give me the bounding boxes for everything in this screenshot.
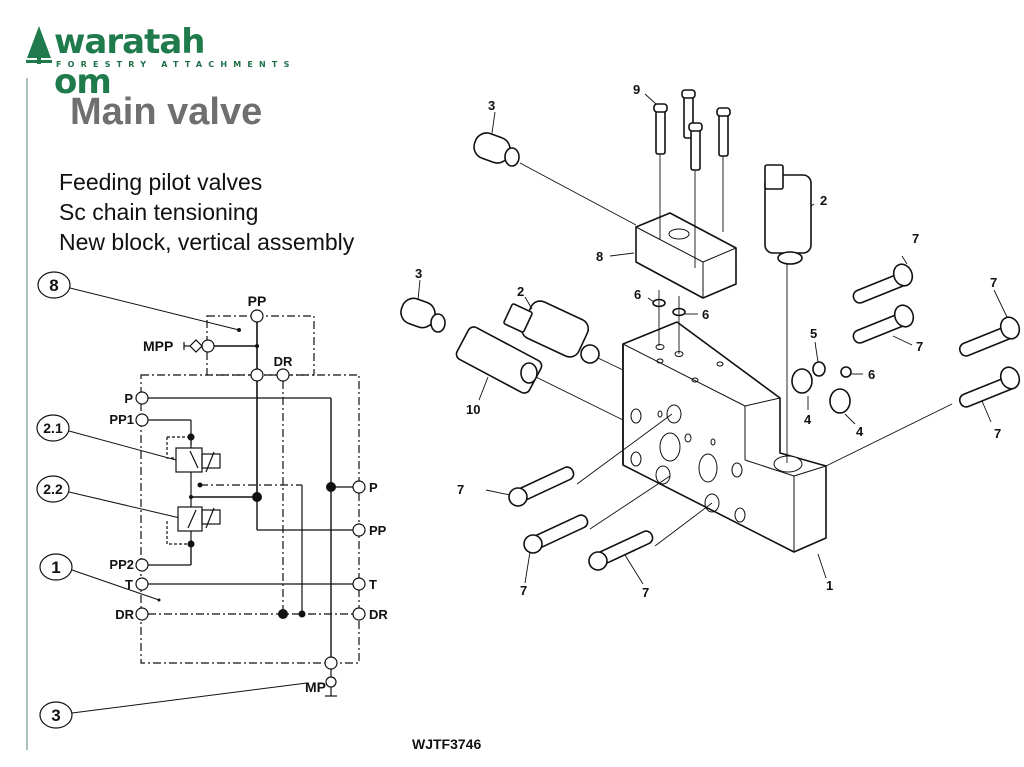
- oring-part-6c: [840, 366, 852, 378]
- callout-2-2-label: 2.2: [43, 481, 63, 497]
- part-label-3-side: 3: [415, 266, 422, 281]
- valve-block-part-1: [622, 321, 827, 553]
- port-label-p-left: P: [124, 391, 133, 406]
- bullet-list: Feeding pilot valves Sc chain tensioning…: [59, 167, 354, 257]
- screw-part-7-lower-c: [588, 530, 654, 571]
- port-label-pp-top: PP: [248, 293, 267, 309]
- part-label-7-d: 7: [994, 426, 1001, 441]
- port-label-pp2: PP2: [109, 557, 134, 572]
- part-label-2-top: 2: [820, 193, 827, 208]
- screw-part-7-right-middle: [852, 304, 915, 344]
- part-label-8: 8: [596, 249, 603, 264]
- part-label-7-f: 7: [520, 583, 527, 598]
- solenoid-valve-part-2-top: [764, 164, 812, 265]
- oring-part-5: [812, 361, 826, 377]
- bullet-item: Sc chain tensioning: [59, 199, 259, 225]
- port-label-t-left: T: [125, 577, 133, 592]
- solenoid-valve-part-2-side: [503, 300, 600, 364]
- adapter-block-part-8: [635, 212, 737, 299]
- logo-tagline: FORESTRY ATTACHMENTS: [56, 60, 296, 69]
- part-label-6c: 6: [868, 367, 875, 382]
- part-label-6b: 6: [702, 307, 709, 322]
- part-label-9: 9: [633, 82, 640, 97]
- plug-part-10: [455, 326, 543, 394]
- oring-part-4b: [829, 388, 851, 414]
- part-label-5: 5: [810, 326, 817, 341]
- part-label-1: 1: [826, 578, 833, 593]
- port-label-dr-right: DR: [369, 607, 388, 622]
- logo-brand-text: waratah om: [54, 22, 205, 102]
- waratah-logo: waratah om FORESTRY ATTACHMENTS: [26, 22, 289, 102]
- bullet-item: New block, vertical assembly: [59, 229, 355, 255]
- screw-part-7-right-upper: [852, 263, 914, 304]
- part-label-7-g: 7: [642, 585, 649, 600]
- part-label-2-side: 2: [517, 284, 524, 299]
- port-label-mpp: MPP: [143, 338, 173, 354]
- part-label-7-e: 7: [457, 482, 464, 497]
- part-label-7-c: 7: [990, 275, 997, 290]
- part-label-6a: 6: [634, 287, 641, 302]
- port-label-p-right: P: [369, 480, 378, 495]
- part-label-3-top: 3: [488, 98, 495, 113]
- port-label-dr-top: DR: [274, 354, 293, 369]
- callout-3: [39, 701, 73, 729]
- screw-part-7-lower-a: [508, 466, 575, 507]
- screw-part-9: [653, 89, 731, 171]
- bullet-item: Feeding pilot valves: [59, 169, 263, 195]
- port-label-pp-right: PP: [369, 523, 387, 538]
- sensor-part-3-top: [473, 132, 520, 167]
- port-label-dr-left: DR: [115, 607, 134, 622]
- figure-code: WJTF3746: [412, 736, 482, 752]
- slide-title: Main valve: [70, 91, 263, 133]
- screw-part-7-lower-b: [523, 514, 589, 554]
- part-label-4b: 4: [856, 424, 864, 439]
- part-label-7-a: 7: [912, 231, 919, 246]
- callout-1: [39, 553, 73, 581]
- callout-2-1-label: 2.1: [43, 420, 63, 436]
- callout-8-label: 8: [49, 276, 58, 295]
- screw-part-7-far-right-lower: [958, 366, 1021, 408]
- part-label-10: 10: [466, 402, 480, 417]
- left-accent-rule: [26, 78, 28, 750]
- callout-2-2: [36, 475, 70, 503]
- port-label-t-right: T: [369, 577, 377, 592]
- callout-8: [37, 271, 71, 299]
- screw-part-7-far-right-upper: [958, 316, 1021, 357]
- oring-part-4a: [791, 368, 813, 394]
- callout-1-label: 1: [51, 558, 60, 577]
- tree-icon: [26, 26, 52, 64]
- port-label-pp1: PP1: [109, 412, 134, 427]
- sensor-part-3-side: [400, 297, 446, 333]
- callout-2-1: [36, 414, 70, 442]
- part-label-4a: 4: [804, 412, 812, 427]
- port-label-mp: MP: [305, 679, 326, 695]
- part-label-7-b: 7: [916, 339, 923, 354]
- callout-3-label: 3: [51, 706, 60, 725]
